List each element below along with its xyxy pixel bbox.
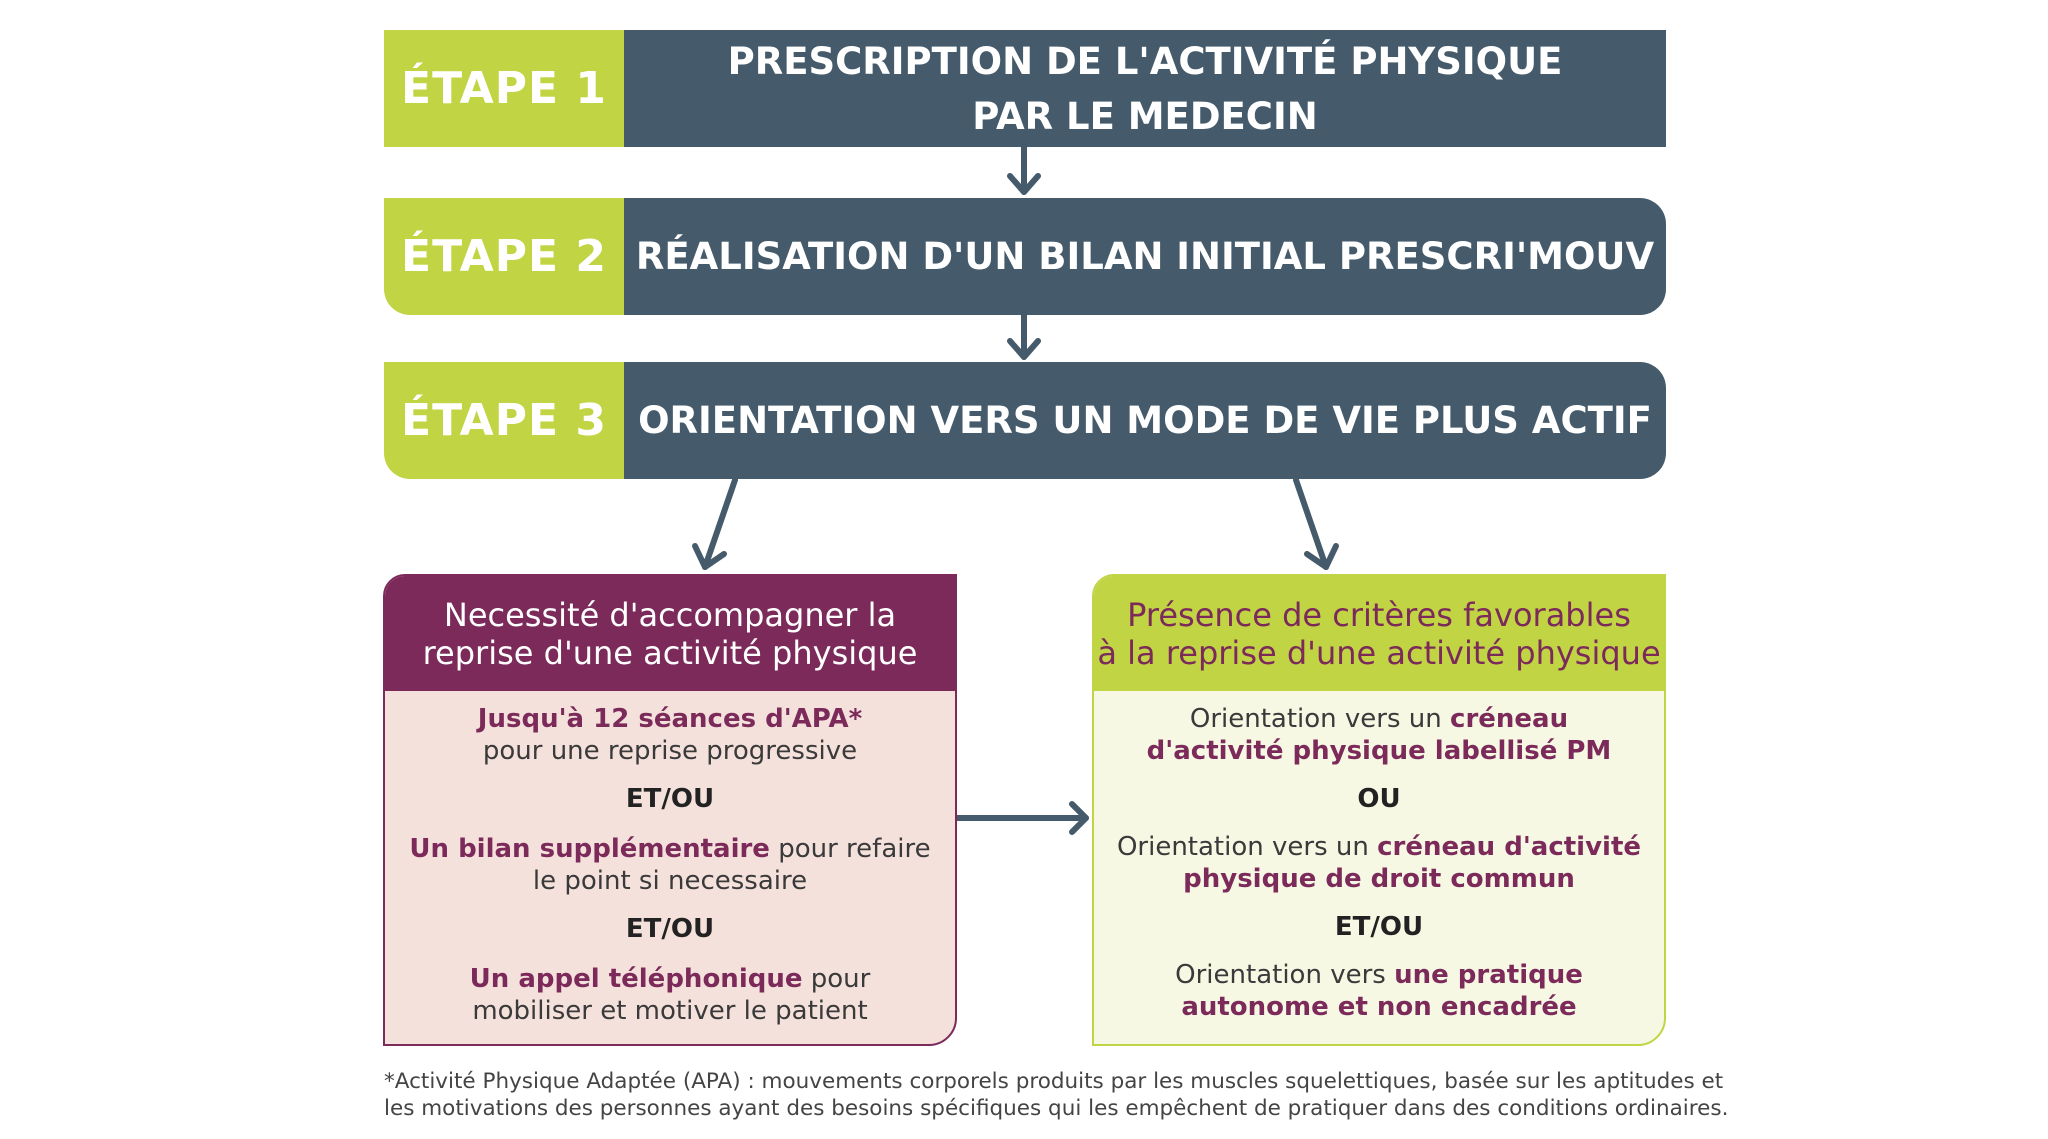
common-law-slot-bold-b: physique de droit commun bbox=[1183, 864, 1575, 894]
support-needed-box: Necessité d'accompagner la reprise d'une… bbox=[383, 574, 957, 1046]
support-needed-title-line-2: reprise d'une activité physique bbox=[422, 633, 918, 672]
apa-footnote-line-1: *Activité Physique Adaptée (APA) : mouve… bbox=[384, 1069, 1724, 1094]
step-3: ÉTAPE 3 ORIENTATION VERS UN MODE DE VIE … bbox=[384, 362, 1666, 479]
labelled-slot-plain: Orientation vers un bbox=[1189, 704, 1451, 734]
common-law-slot-bold-a: créneau d'activité bbox=[1377, 832, 1642, 862]
phone-call-item: Un appel téléphonique pour mobiliser et … bbox=[470, 963, 871, 1027]
apa-sessions-rest: pour une reprise progressive bbox=[482, 736, 858, 766]
favorable-criteria-title: Présence de critères favorables à la rep… bbox=[1094, 576, 1664, 691]
step-1-title-line-2: PAR LE MEDECIN bbox=[972, 94, 1318, 138]
conjunction-et-ou-2: ET/OU bbox=[625, 914, 715, 944]
apa-sessions-item: Jusqu'à 12 séances d'APA* pour une repri… bbox=[478, 703, 862, 767]
arrow-step1-to-step2 bbox=[1007, 144, 1041, 195]
extra-assessment-rest-b: le point si necessaire bbox=[532, 866, 808, 896]
support-needed-title-line-1: Necessité d'accompagner la bbox=[443, 595, 897, 634]
step-1-label: ÉTAPE 1 bbox=[384, 30, 624, 147]
autonomous-practice-item: Orientation vers une pratique autonome e… bbox=[1175, 959, 1583, 1023]
arrow-step2-to-step3 bbox=[1007, 312, 1041, 360]
labelled-slot-bold-b: d'activité physique labellisé PM bbox=[1146, 736, 1612, 766]
arrow-step3-to-left-box bbox=[692, 477, 738, 570]
step-1: ÉTAPE 1 PRESCRIPTION DE L'ACTIVITÉ PHYSI… bbox=[384, 30, 1666, 147]
extra-assessment-rest-a: pour refaire bbox=[769, 834, 931, 864]
autonomous-practice-plain: Orientation vers bbox=[1175, 960, 1395, 990]
conjunction-et-ou-3: ET/OU bbox=[1334, 912, 1424, 942]
step-2: ÉTAPE 2 RÉALISATION D'UN BILAN INITIAL P… bbox=[384, 198, 1666, 315]
arrow-step3-to-right-box bbox=[1293, 477, 1339, 570]
step-1-title: PRESCRIPTION DE L'ACTIVITÉ PHYSIQUE PAR … bbox=[624, 30, 1666, 147]
step-3-title-line-1: ORIENTATION VERS UN MODE DE VIE PLUS ACT… bbox=[638, 399, 1652, 442]
apa-footnote-line-2: les motivations des personnes ayant des … bbox=[384, 1096, 1729, 1121]
step-2-title-line-1: RÉALISATION D'UN BILAN INITIAL PRESCRI'M… bbox=[635, 235, 1655, 278]
step-2-label: ÉTAPE 2 bbox=[384, 198, 624, 315]
step-3-label: ÉTAPE 3 bbox=[384, 362, 624, 479]
favorable-criteria-title-line-2: à la reprise d'une activité physique bbox=[1097, 633, 1661, 672]
autonomous-practice-bold-b: autonome et non encadrée bbox=[1181, 992, 1577, 1022]
support-needed-title: Necessité d'accompagner la reprise d'une… bbox=[385, 576, 955, 691]
support-needed-body: Jusqu'à 12 séances d'APA* pour une repri… bbox=[385, 691, 955, 1027]
conjunction-et-ou-1: ET/OU bbox=[625, 784, 715, 814]
extra-assessment-bold: Un bilan supplémentaire bbox=[409, 834, 770, 864]
labelled-slot-item: Orientation vers un créneau d'activité p… bbox=[1147, 703, 1612, 767]
apa-footnote: *Activité Physique Adaptée (APA) : mouve… bbox=[384, 1068, 1729, 1122]
favorable-criteria-title-line-1: Présence de critères favorables bbox=[1127, 595, 1631, 634]
phone-call-rest-a: pour bbox=[802, 964, 871, 994]
autonomous-practice-bold-a: une pratique bbox=[1394, 960, 1583, 990]
step-3-title: ORIENTATION VERS UN MODE DE VIE PLUS ACT… bbox=[624, 362, 1666, 479]
favorable-criteria-body: Orientation vers un créneau d'activité p… bbox=[1094, 691, 1664, 1023]
common-law-slot-item: Orientation vers un créneau d'activité p… bbox=[1117, 831, 1641, 895]
phone-call-rest-b: mobiliser et motiver le patient bbox=[472, 996, 868, 1026]
favorable-criteria-box: Présence de critères favorables à la rep… bbox=[1092, 574, 1666, 1046]
phone-call-bold: Un appel téléphonique bbox=[469, 964, 803, 994]
apa-sessions-bold: Jusqu'à 12 séances d'APA* bbox=[477, 704, 863, 734]
step-2-title: RÉALISATION D'UN BILAN INITIAL PRESCRI'M… bbox=[624, 198, 1666, 315]
labelled-slot-bold-a: créneau bbox=[1450, 704, 1569, 734]
conjunction-ou: OU bbox=[1357, 784, 1401, 814]
common-law-slot-plain: Orientation vers un bbox=[1116, 832, 1378, 862]
arrow-left-box-to-right-box bbox=[954, 801, 1089, 835]
step-1-title-line-1: PRESCRIPTION DE L'ACTIVITÉ PHYSIQUE bbox=[727, 39, 1563, 83]
extra-assessment-item: Un bilan supplémentaire pour refaire le … bbox=[409, 833, 930, 897]
